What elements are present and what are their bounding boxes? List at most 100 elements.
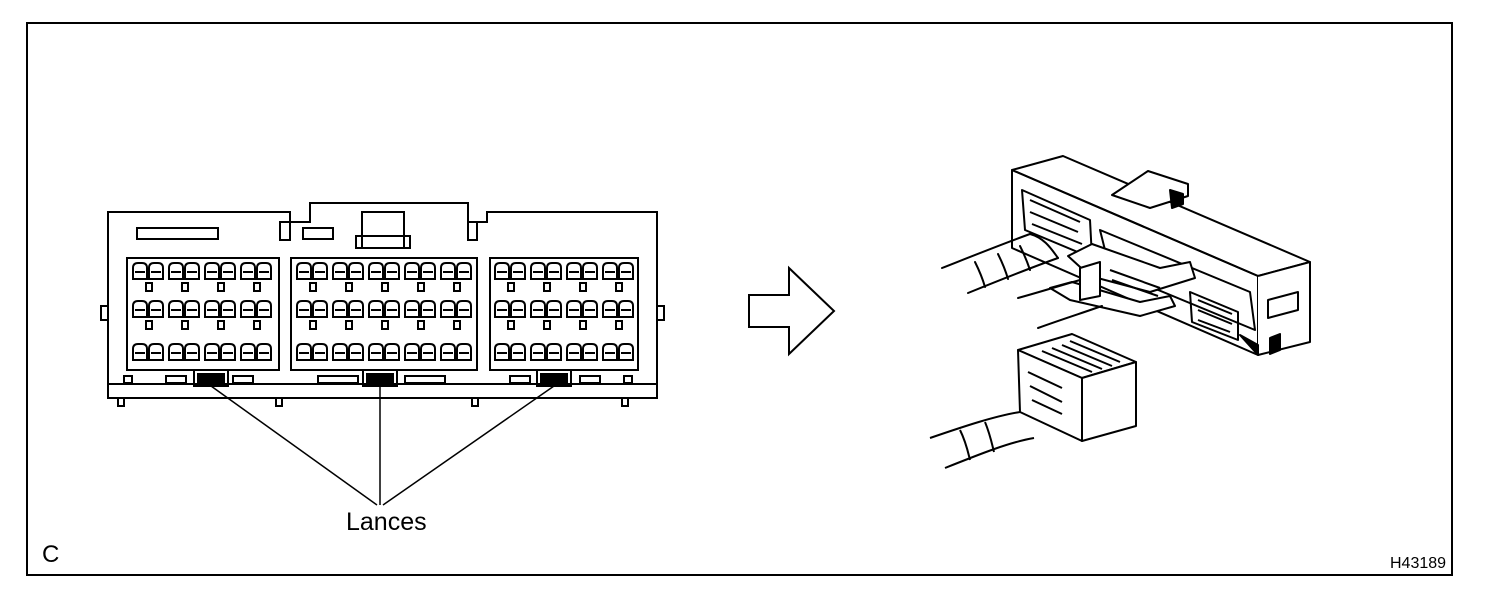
terminal-cavity: [494, 300, 510, 318]
terminal-cavity: [494, 262, 510, 280]
terminal-cavity: [582, 300, 598, 318]
terminal-cavity: [332, 343, 348, 361]
terminal-cavity: [440, 300, 456, 318]
terminal-cavity: [368, 343, 384, 361]
terminal-lock-tab: [543, 320, 551, 330]
terminal-cavity: [312, 262, 328, 280]
terminal-cavity: [148, 300, 164, 318]
terminal-lock-tab: [615, 282, 623, 292]
terminal-lock-tab: [217, 320, 225, 330]
terminal-lock-tab: [615, 320, 623, 330]
terminal-lock-tab: [417, 282, 425, 292]
terminal-cavity: [384, 300, 400, 318]
lock-lever-illustration: [1049, 243, 1196, 317]
terminal-cavity: [132, 262, 148, 280]
terminal-cavity: [510, 300, 526, 318]
terminal-cavity: [184, 300, 200, 318]
terminal-cavity: [602, 343, 618, 361]
terminal-cavity: [168, 300, 184, 318]
lance-leader-lines: [210, 385, 555, 506]
terminal-lock-tab: [253, 320, 261, 330]
terminal-cavity: [618, 262, 634, 280]
terminal-cavity: [132, 343, 148, 361]
terminal-cavity: [530, 300, 546, 318]
terminal-cavity: [420, 343, 436, 361]
terminal-cavity: [220, 262, 236, 280]
terminal-cavity: [566, 300, 582, 318]
terminal-cavity: [148, 343, 164, 361]
terminal-cavity: [510, 343, 526, 361]
terminal-cavity: [204, 343, 220, 361]
terminal-lock-tab: [145, 320, 153, 330]
terminal-lock-tab: [579, 320, 587, 330]
wire-harness-upper: [941, 233, 1103, 329]
terminal-cavity: [618, 300, 634, 318]
terminal-cavity: [530, 343, 546, 361]
terminal-cavity: [546, 262, 562, 280]
terminal-lock-tab: [345, 282, 353, 292]
terminal-lock-tab: [181, 320, 189, 330]
terminal-cavity: [256, 300, 272, 318]
terminal-cavity: [404, 262, 420, 280]
mating-connector-illustration: [929, 333, 1137, 469]
terminal-cavity: [368, 262, 384, 280]
terminal-cavity: [168, 343, 184, 361]
terminal-cavity: [312, 343, 328, 361]
terminal-cavity-block-middle: [290, 257, 478, 371]
terminal-cavity: [296, 343, 312, 361]
terminal-cavity: [602, 300, 618, 318]
terminal-cavity: [296, 300, 312, 318]
terminal-lock-tab: [309, 320, 317, 330]
terminal-cavity: [566, 343, 582, 361]
terminal-cavity: [348, 300, 364, 318]
terminal-cavity: [420, 262, 436, 280]
lances-callout-label: Lances: [346, 508, 427, 536]
terminal-cavity: [456, 300, 472, 318]
terminal-cavity: [184, 343, 200, 361]
figure-code: H43189: [1390, 555, 1447, 572]
terminal-lock-tab: [507, 320, 515, 330]
terminal-cavity: [546, 300, 562, 318]
terminal-cavity: [256, 262, 272, 280]
terminal-lock-tab: [381, 282, 389, 292]
figure-frame: [26, 22, 1453, 576]
terminal-lock-tab: [145, 282, 153, 292]
terminal-cavity: [440, 343, 456, 361]
terminal-lock-tab: [453, 320, 461, 330]
terminal-cavity: [240, 300, 256, 318]
terminal-cavity: [456, 262, 472, 280]
terminal-cavity: [332, 300, 348, 318]
terminal-lock-tab: [309, 282, 317, 292]
terminal-cavity: [332, 262, 348, 280]
terminal-lock-tab: [507, 282, 515, 292]
terminal-cavity: [348, 343, 364, 361]
terminal-lock-tab: [543, 282, 551, 292]
terminal-lock-tab: [253, 282, 261, 292]
terminal-cavity: [368, 300, 384, 318]
terminal-cavity: [168, 262, 184, 280]
terminal-cavity-block-right: [489, 257, 639, 371]
terminal-cavity: [530, 262, 546, 280]
terminal-cavity: [510, 262, 526, 280]
terminal-cavity: [440, 262, 456, 280]
terminal-lock-tab: [417, 320, 425, 330]
terminal-lock-tab: [345, 320, 353, 330]
terminal-cavity-block-left: [126, 257, 280, 371]
terminal-cavity: [618, 343, 634, 361]
terminal-cavity: [204, 300, 220, 318]
terminal-cavity: [582, 262, 598, 280]
terminal-lock-tab: [579, 282, 587, 292]
terminal-cavity: [420, 300, 436, 318]
terminal-lock-tab: [381, 320, 389, 330]
terminal-cavity: [240, 343, 256, 361]
terminal-cavity: [404, 343, 420, 361]
terminal-cavity: [184, 262, 200, 280]
terminal-cavity: [602, 262, 618, 280]
terminal-lock-tab: [453, 282, 461, 292]
terminal-cavity: [384, 343, 400, 361]
terminal-cavity: [148, 262, 164, 280]
terminal-cavity: [494, 343, 510, 361]
terminal-cavity: [296, 262, 312, 280]
terminal-cavity: [404, 300, 420, 318]
